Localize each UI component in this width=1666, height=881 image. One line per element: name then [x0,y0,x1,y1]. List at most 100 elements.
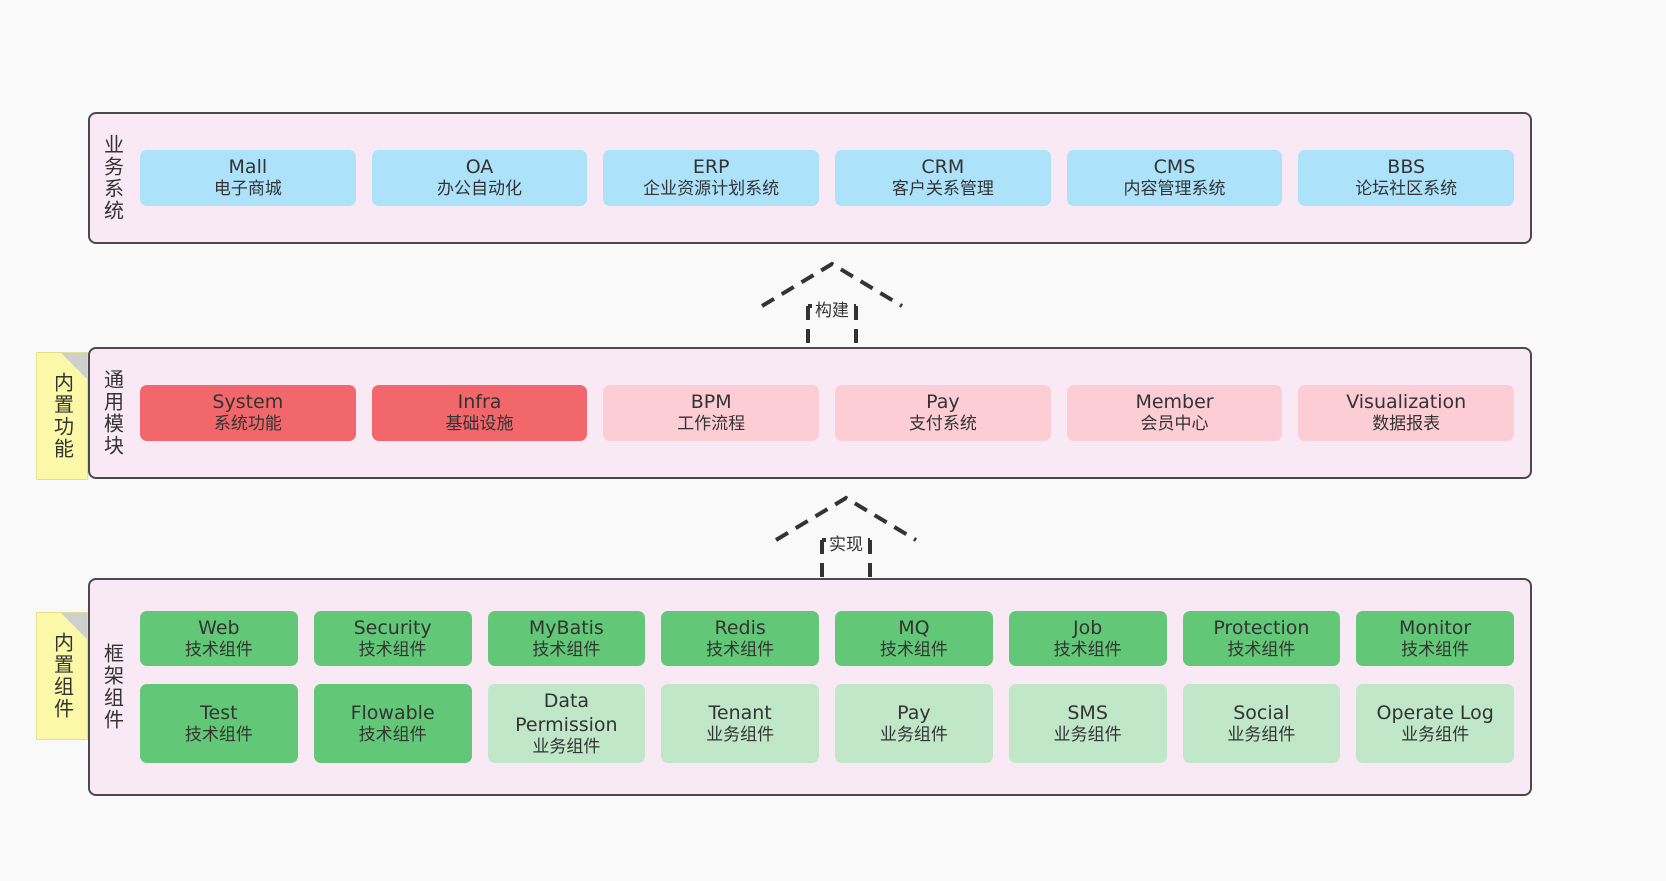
node-security[interactable]: Security 技术组件 [313,610,472,667]
node-title: Data Permission [515,690,618,736]
node-operate-log[interactable]: Operate Log 业务组件 [1356,684,1514,764]
node-protection[interactable]: Protection 技术组件 [1182,610,1341,667]
arrow-build: 构建 [752,258,912,344]
arrow-implement: 实现 [766,492,926,578]
node-subtitle: 技术组件 [706,639,775,660]
node-title: BPM [690,391,732,414]
node-subtitle: 技术组件 [184,639,253,660]
node-job[interactable]: Job 技术组件 [1008,610,1167,667]
node-mq[interactable]: MQ 技术组件 [835,610,993,667]
node-title: Infra [457,391,502,414]
note-builtin-components: 内置组件 [36,612,88,740]
node-title: Test [200,701,238,724]
node-monitor[interactable]: Monitor 技术组件 [1356,610,1514,667]
node-subtitle: 数据报表 [1372,414,1441,435]
node-title: Tenant [708,701,772,724]
node-subtitle: 系统功能 [213,414,282,435]
node-title: Pay [926,391,960,414]
row-common-modules: System 系统功能 Infra 基础设施 BPM 工作流程 Pay 支付系统… [140,385,1515,441]
node-flowable[interactable]: Flowable 技术组件 [313,684,472,764]
node-title: Job [1072,616,1103,639]
node-title: Social [1233,701,1290,724]
node-member[interactable]: Member 会员中心 [1066,385,1283,441]
note-builtin-features: 内置功能 [36,352,88,480]
node-title: Member [1135,391,1214,414]
node-social[interactable]: Social 业务组件 [1182,684,1341,764]
node-subtitle: 技术组件 [1227,639,1296,660]
node-subtitle: 技术组件 [184,725,253,746]
node-subtitle: 论坛社区系统 [1355,179,1458,200]
row-business-systems: Mall 电子商城 OA 办公自动化 ERP 企业资源计划系统 CRM 客户关系… [140,150,1515,206]
node-web[interactable]: Web 技术组件 [140,610,298,667]
node-subtitle: 技术组件 [1053,639,1122,660]
layer-common-modules: 通用模块 System 系统功能 Infra 基础设施 BPM 工作流程 Pay… [88,347,1532,479]
layer-title-business-systems: 业务系统 [100,134,125,222]
row-business-components: Test 技术组件 Flowable 技术组件 Data Permission … [140,684,1514,764]
node-subtitle: 企业资源计划系统 [643,179,780,200]
node-mybatis[interactable]: MyBatis 技术组件 [487,610,646,667]
note-label: 内置组件 [50,632,75,720]
node-subtitle: 工作流程 [677,414,746,435]
node-subtitle: 支付系统 [908,414,977,435]
node-title: CRM [921,156,965,179]
node-subtitle: 会员中心 [1140,414,1209,435]
node-title: Visualization [1346,391,1467,414]
row-tech-components: Web 技术组件 Security 技术组件 MyBatis 技术组件 Redi… [140,610,1514,667]
node-title: Mall [228,156,268,179]
node-data-permission[interactable]: Data Permission 业务组件 [487,684,646,764]
node-subtitle: 技术组件 [532,639,601,660]
node-pay-component[interactable]: Pay 业务组件 [835,684,993,764]
node-bbs[interactable]: BBS 论坛社区系统 [1298,150,1515,206]
node-bpm[interactable]: BPM 工作流程 [603,385,820,441]
node-test[interactable]: Test 技术组件 [140,684,298,764]
layer-framework-components: 框架组件 Web 技术组件 Security 技术组件 MyBatis 技术组件… [88,578,1532,796]
node-subtitle: 业务组件 [1053,725,1122,746]
node-redis[interactable]: Redis 技术组件 [661,610,819,667]
node-title: Pay [897,701,931,724]
node-title: MyBatis [528,616,604,639]
node-subtitle: 技术组件 [358,639,427,660]
node-subtitle: 业务组件 [532,736,601,757]
node-title: CMS [1153,156,1196,179]
node-title: Web [198,616,240,639]
layer-title-framework-components: 框架组件 [100,643,125,731]
node-sms[interactable]: SMS 业务组件 [1008,684,1167,764]
node-infra[interactable]: Infra 基础设施 [371,385,588,441]
arrow-build-label: 构建 [812,296,852,321]
node-mall[interactable]: Mall 电子商城 [140,150,356,206]
node-title: Protection [1213,616,1310,639]
node-title: Security [353,616,432,639]
node-subtitle: 业务组件 [706,725,775,746]
layer-title-common-modules: 通用模块 [100,369,125,457]
node-subtitle: 电子商城 [213,179,282,200]
node-subtitle: 业务组件 [1401,725,1470,746]
node-subtitle: 业务组件 [879,725,948,746]
node-system[interactable]: System 系统功能 [140,385,356,441]
node-title: Operate Log [1376,701,1494,724]
note-fold-corner-icon [61,613,87,639]
node-subtitle: 内容管理系统 [1123,179,1226,200]
node-title: Monitor [1399,616,1472,639]
node-subtitle: 技术组件 [358,725,427,746]
node-title: BBS [1387,156,1426,179]
node-title: MQ [898,616,930,639]
node-subtitle: 技术组件 [1401,639,1470,660]
layer-body-common-modules: System 系统功能 Infra 基础设施 BPM 工作流程 Pay 支付系统… [134,349,1530,477]
node-crm[interactable]: CRM 客户关系管理 [835,150,1051,206]
node-title: ERP [692,156,730,179]
arrow-implement-label: 实现 [826,530,866,555]
node-subtitle: 基础设施 [445,414,514,435]
note-label: 内置功能 [50,372,75,460]
note-fold-corner-icon [61,353,87,379]
node-oa[interactable]: OA 办公自动化 [371,150,588,206]
node-title: SMS [1067,701,1108,724]
node-tenant[interactable]: Tenant 业务组件 [661,684,819,764]
node-cms[interactable]: CMS 内容管理系统 [1066,150,1283,206]
node-subtitle: 技术组件 [879,639,948,660]
layer-body-business-systems: Mall 电子商城 OA 办公自动化 ERP 企业资源计划系统 CRM 客户关系… [134,114,1530,242]
node-pay-module[interactable]: Pay 支付系统 [835,385,1051,441]
node-visualization[interactable]: Visualization 数据报表 [1298,385,1515,441]
node-title: OA [465,156,494,179]
node-erp[interactable]: ERP 企业资源计划系统 [603,150,820,206]
